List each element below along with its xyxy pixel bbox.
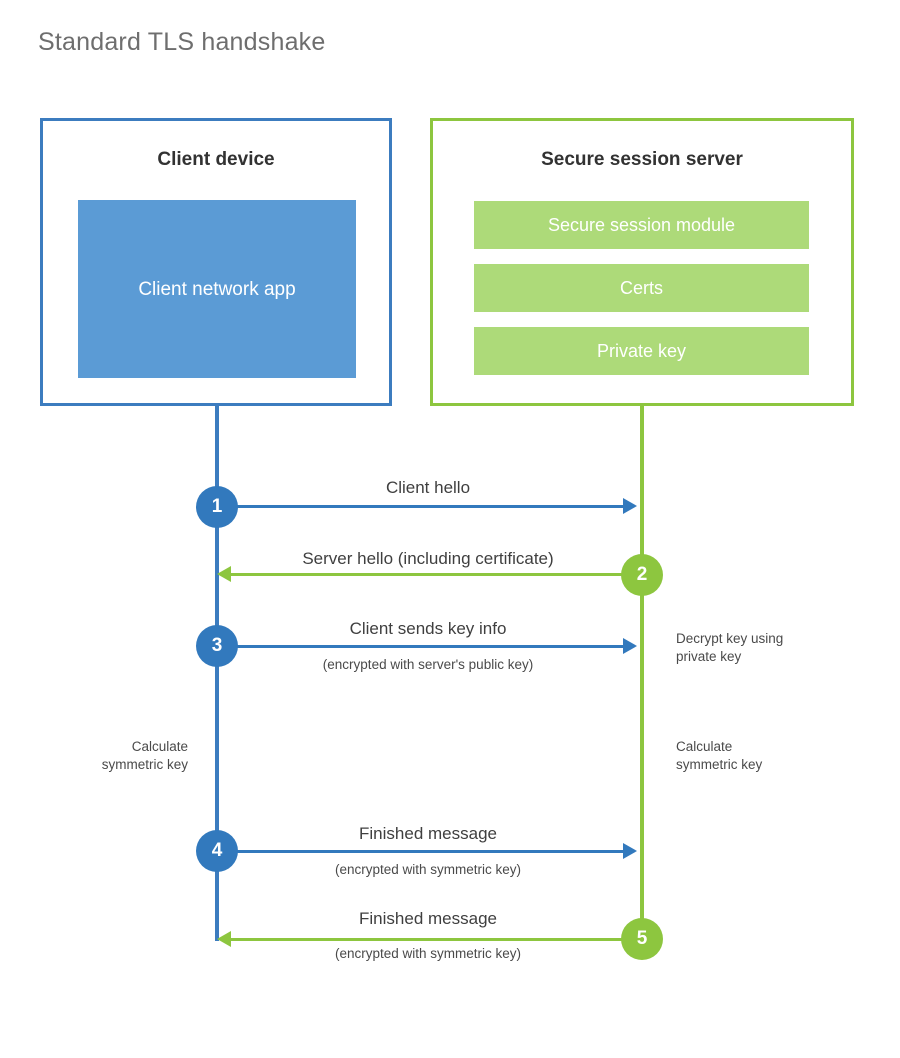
message-sublabel-finished-message-server: (encrypted with symmetric key) [334,946,522,961]
client-lifeline [215,406,219,941]
client-device-title: Client device [157,149,275,170]
server-component-secure-session-module: Secure session module [474,201,809,249]
client-network-app-block: Client network app [78,200,356,378]
message-arrow-finished-message-server [231,938,625,941]
step-marker-3: 3 [196,625,238,667]
step-marker-4: 4 [196,830,238,872]
secure-session-server-box: Secure session server Secure session mod… [430,118,854,406]
message-label-client-hello: Client hello [385,478,471,497]
step-marker-5: 5 [621,918,663,960]
message-label-client-sends-key-info: Client sends key info [349,619,507,638]
message-sublabel-client-sends-key-info: (encrypted with server's public key) [322,657,534,672]
client-network-app-label: Client network app [138,278,296,300]
message-arrow-finished-message-client [217,850,623,853]
annotation-server-calculate-symmetric-key: Calculate symmetric key [676,739,763,772]
page-title: Standard TLS handshake [38,28,326,56]
arrow-head-left-icon [217,566,231,582]
server-lifeline [640,406,644,939]
arrow-head-right-icon [623,498,637,514]
message-label-finished-message-server: Finished message [359,909,497,928]
step-marker-1: 1 [196,486,238,528]
message-label-finished-message-client: Finished message [359,824,497,843]
annotation-client-calculate-symmetric-key: Calculate symmetric key [101,739,188,772]
server-component-certs: Certs [474,264,809,312]
server-component-private-key: Private key [474,327,809,375]
annotation-decrypt-key: Decrypt key using private key [676,631,784,664]
arrow-head-right-icon [623,638,637,654]
step-marker-2: 2 [621,554,663,596]
message-arrow-server-hello [231,573,625,576]
message-label-server-hello: Server hello (including certificate) [302,549,554,568]
secure-session-server-title: Secure session server [541,149,743,170]
message-arrow-client-sends-key-info [217,645,623,648]
message-arrow-client-hello [217,505,623,508]
message-sublabel-finished-message-client: (encrypted with symmetric key) [334,862,522,877]
arrow-head-right-icon [623,843,637,859]
arrow-head-left-icon [217,931,231,947]
client-device-box: Client device Client network app [40,118,392,406]
